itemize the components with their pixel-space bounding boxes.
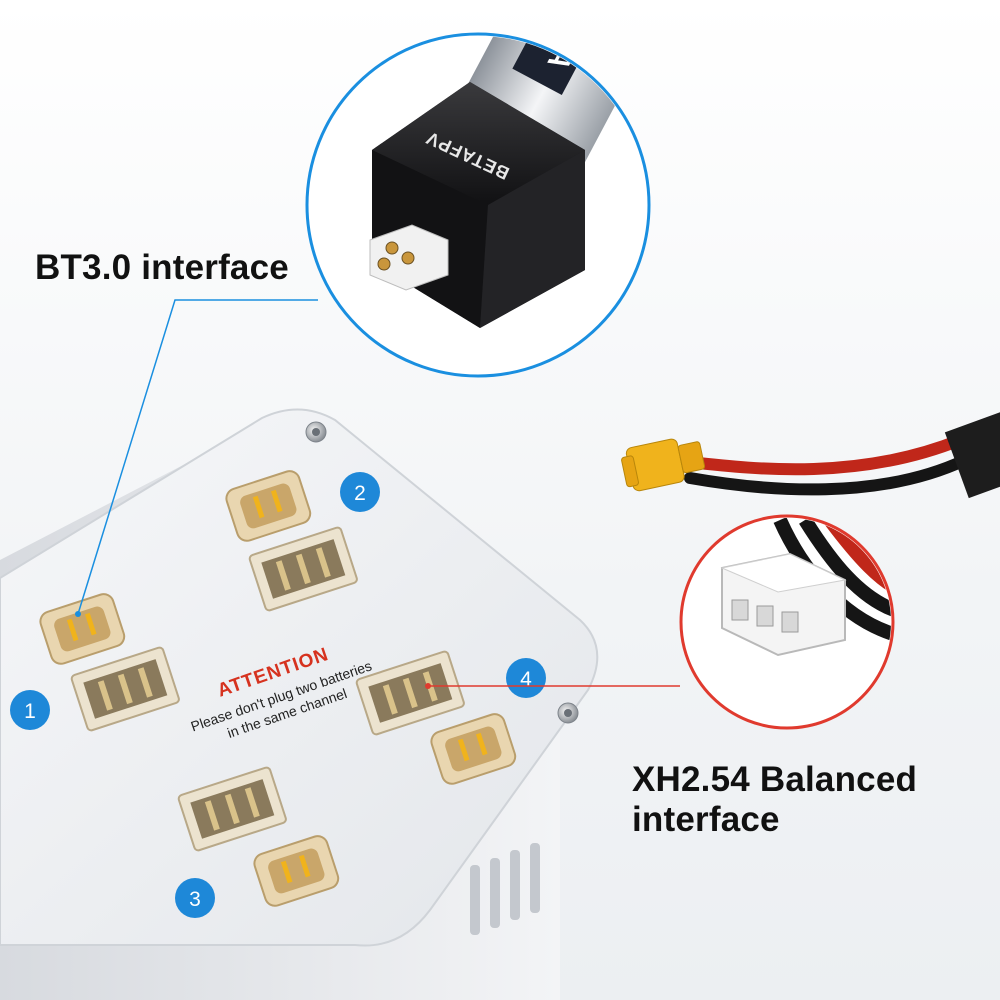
channel-4-xh-port[interactable] bbox=[355, 650, 465, 736]
bt30-interface-label: BT3.0 interface bbox=[35, 248, 289, 287]
channel-badge-3: 3 bbox=[175, 878, 215, 918]
channel-2-xh-port[interactable] bbox=[248, 526, 358, 612]
bt30-leader-line bbox=[77, 299, 318, 615]
channel-1-xh-port[interactable] bbox=[70, 646, 180, 732]
channel-3-xh-port[interactable] bbox=[177, 766, 287, 852]
channel-4-bt30-port[interactable] bbox=[429, 712, 518, 787]
screw-icon bbox=[305, 421, 327, 443]
channel-3-bt30-port[interactable] bbox=[252, 834, 341, 909]
bt30-zoom-callout: 450mA 1S HV 30C BETAFPV bbox=[305, 0, 651, 378]
channel-number: 1 bbox=[24, 700, 36, 723]
xh-leader-dot bbox=[425, 683, 431, 689]
charger-board bbox=[0, 408, 599, 1000]
channel-badge-4: 4 bbox=[506, 658, 546, 698]
battery-leads bbox=[684, 411, 1000, 499]
xh-connector-icon bbox=[720, 552, 847, 657]
charger-vents bbox=[470, 843, 540, 935]
channel-1-bt30-port[interactable] bbox=[38, 592, 127, 667]
battery-print: 1S HV 30C bbox=[574, 5, 610, 59]
screw-icon bbox=[557, 702, 579, 724]
channel-number: 2 bbox=[354, 482, 366, 505]
bt30-connector-icon: BETAFPV bbox=[369, 82, 585, 328]
channel-2-bt30-port[interactable] bbox=[224, 469, 313, 544]
channel-badge-2: 2 bbox=[340, 472, 380, 512]
channel-badge-1: 1 bbox=[10, 690, 50, 730]
xt30-plug-icon bbox=[621, 438, 706, 492]
bt30-leader-dot bbox=[75, 611, 81, 617]
xh254-interface-label: XH2.54 Balanced interface bbox=[632, 760, 917, 840]
xh254-zoom-callout bbox=[679, 514, 895, 730]
channel-number: 4 bbox=[520, 668, 532, 691]
channel-number: 3 bbox=[189, 888, 201, 911]
battery-capacity: 450mA bbox=[541, 0, 616, 76]
xh254-label-line-2: interface bbox=[632, 800, 780, 839]
xh254-label-line-1: XH2.54 Balanced bbox=[632, 760, 918, 799]
charger-top-face bbox=[0, 408, 599, 947]
